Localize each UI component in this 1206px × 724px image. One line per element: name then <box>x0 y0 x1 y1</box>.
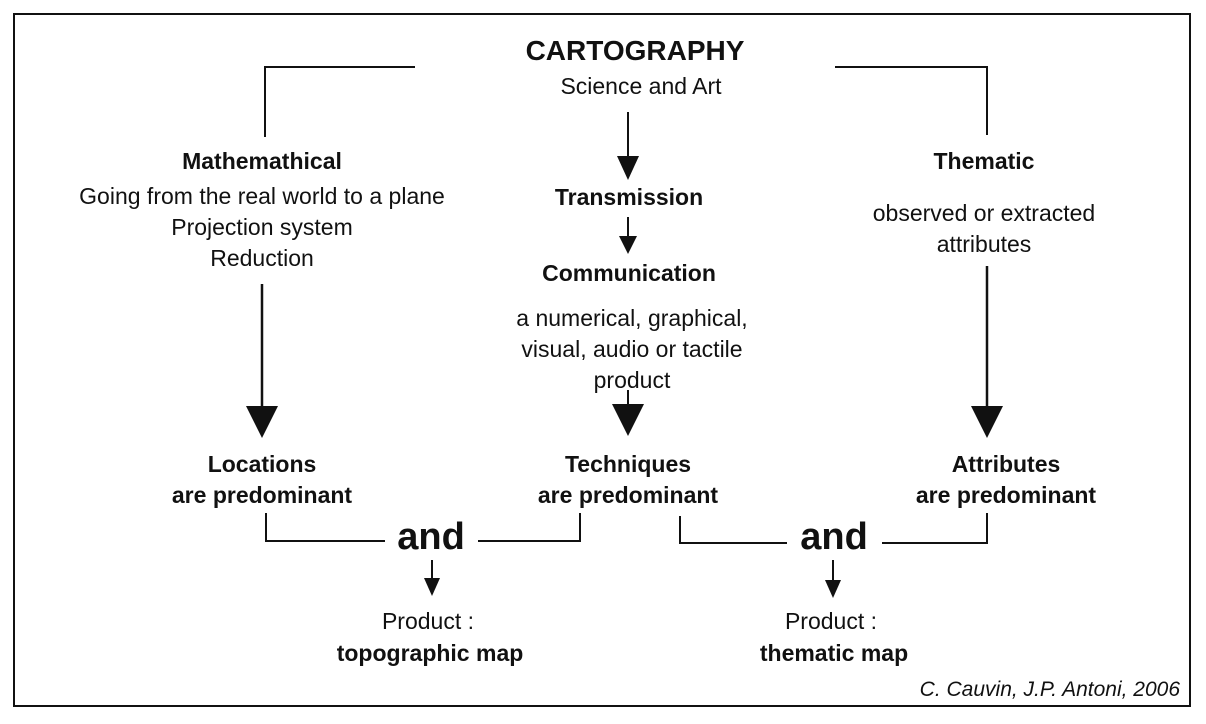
left-description: Going from the real world to a plane Pro… <box>37 181 487 274</box>
left-description-line: Projection system <box>171 214 353 240</box>
left-join-left-arm <box>265 513 385 542</box>
right-description-line: attributes <box>936 231 1032 257</box>
left-product-name: topographic map <box>336 640 524 666</box>
communication-label: Communication <box>542 260 716 286</box>
and-left: and <box>397 516 465 558</box>
left-description-line: Going from the real world to a plane <box>79 183 445 209</box>
center-description-line: product <box>593 367 671 393</box>
top-left-connector <box>264 66 415 137</box>
right-arrow-head <box>971 406 1003 438</box>
diagram-subtitle: Science and Art <box>560 73 722 99</box>
left-arrow-head <box>246 406 278 438</box>
center-result: Techniques are predominant <box>478 449 778 511</box>
left-result-line1: Locations <box>207 451 317 477</box>
left-result: Locations are predominant <box>112 449 412 511</box>
left-description-line: Reduction <box>210 245 314 271</box>
center-description-line: a numerical, graphical, <box>516 305 748 331</box>
diagram-frame <box>13 13 1191 707</box>
right-product-arrow-head <box>825 580 841 598</box>
right-join-right-arm <box>882 513 988 544</box>
center-description: a numerical, graphical, visual, audio or… <box>432 303 832 396</box>
center-result-line2: are predominant <box>537 482 719 508</box>
left-join-right-arm <box>478 513 581 542</box>
center-arrow-1-head <box>617 156 639 180</box>
left-heading: Mathemathical <box>182 148 342 174</box>
and-right: and <box>800 516 868 558</box>
right-join-left-arm <box>679 516 787 544</box>
center-arrow-3-head <box>612 404 644 436</box>
left-product-arrow-head <box>424 578 440 596</box>
transmission-label: Transmission <box>554 184 704 210</box>
credit-text: C. Cauvin, J.P. Antoni, 2006 <box>919 678 1180 701</box>
center-description-line: visual, audio or tactile <box>521 336 743 362</box>
top-right-connector <box>835 66 988 135</box>
right-result: Attributes are predominant <box>856 449 1156 511</box>
center-arrow-2-head <box>619 236 637 254</box>
right-description-line: observed or extracted <box>872 200 1096 226</box>
right-result-line2: are predominant <box>915 482 1097 508</box>
center-result-line1: Techniques <box>564 451 692 477</box>
left-product-label: Product : <box>381 608 475 634</box>
left-result-line2: are predominant <box>171 482 353 508</box>
right-description: observed or extracted attributes <box>834 198 1134 260</box>
right-heading: Thematic <box>933 148 1035 174</box>
right-product-label: Product : <box>784 608 878 634</box>
diagram-title: CARTOGRAPHY <box>525 35 745 66</box>
right-product-name: thematic map <box>759 640 909 666</box>
right-result-line1: Attributes <box>951 451 1061 477</box>
